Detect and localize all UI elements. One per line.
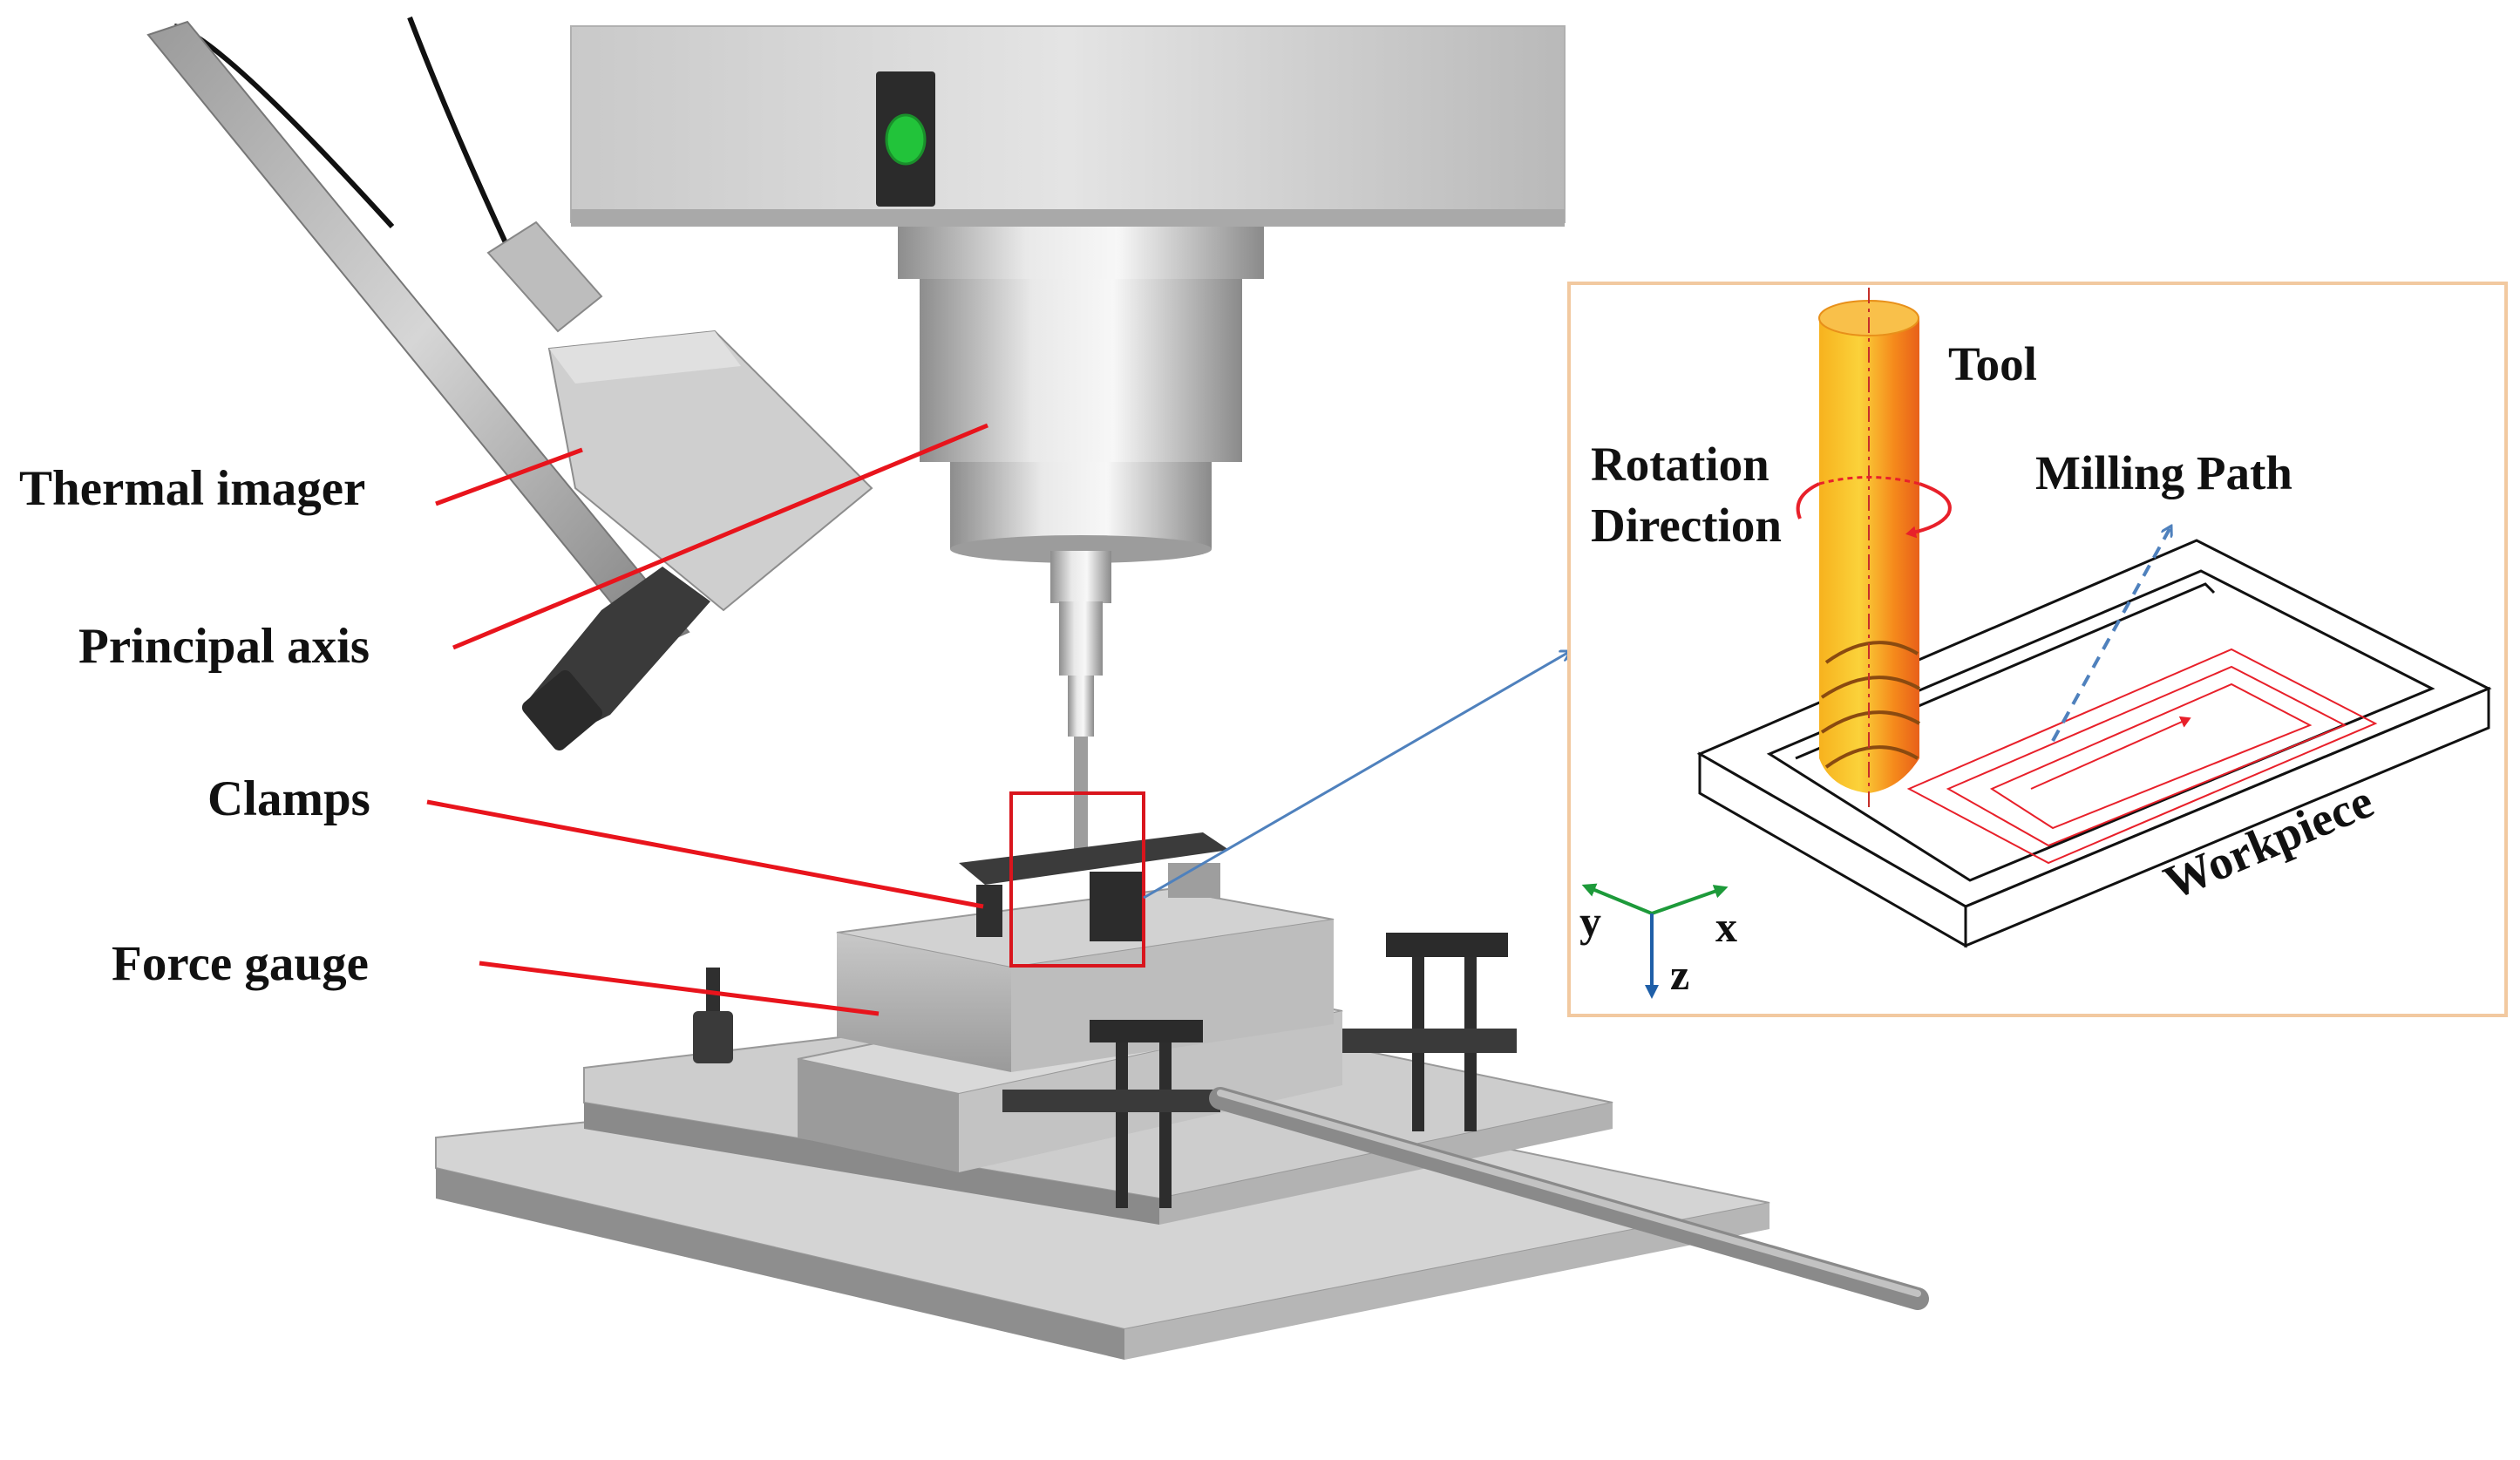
leader-clamps <box>426 799 984 909</box>
axis-label-x: x <box>1715 902 1737 951</box>
thermal-imager <box>146 16 873 751</box>
spindle <box>898 227 1264 859</box>
y-axis-arrow <box>1581 883 1653 915</box>
inset-panel <box>1567 282 2508 1017</box>
label-milling-path: Milling Path <box>2035 446 2292 499</box>
label-thermal-imager: Thermal imager <box>19 461 366 516</box>
workpiece <box>1696 539 2492 948</box>
label-principal-axis: Principal axis <box>78 619 370 674</box>
leader-lines <box>426 423 988 1016</box>
leader-principal-axis <box>452 423 988 650</box>
coordinate-axes <box>1581 883 1729 999</box>
axis-label-z: z <box>1670 950 1690 999</box>
leader-thermal-imager <box>435 447 583 506</box>
milling-path <box>1906 648 2378 865</box>
x-axis-arrow <box>1651 885 1729 915</box>
zoom-connector <box>1143 652 1569 900</box>
label-rotation-line1: Rotation <box>1591 438 1769 491</box>
zoom-box <box>1009 791 1145 968</box>
status-light-icon <box>885 113 927 166</box>
axis-label-y: y <box>1579 897 1601 946</box>
label-force-gauge: Force gauge <box>112 936 369 991</box>
leader-force-gauge <box>479 961 880 1016</box>
label-rotation-line2: Direction <box>1591 499 1782 552</box>
end-mill-tool <box>1818 288 1920 811</box>
label-clamps: Clamps <box>207 771 370 826</box>
machine-head <box>570 25 1566 227</box>
label-tool: Tool <box>1948 337 2037 390</box>
clamps <box>693 832 1517 1208</box>
rotation-arrow <box>1796 476 1952 539</box>
threaded-rod <box>1209 1087 1929 1310</box>
